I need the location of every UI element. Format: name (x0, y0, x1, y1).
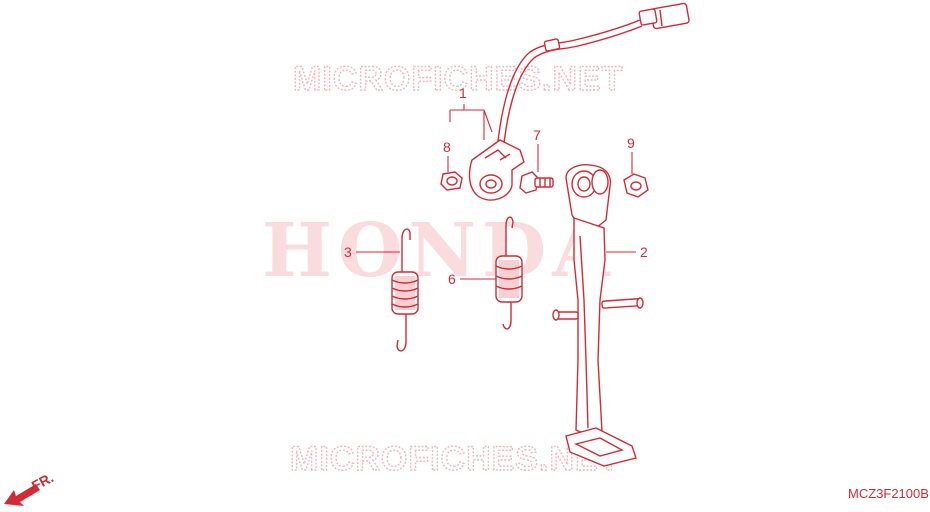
svg-text:2: 2 (640, 244, 648, 260)
cable-clamp (543, 38, 561, 52)
callout-9: 9 (627, 135, 635, 174)
watermark-bottom: MICROFICHES.NET (290, 440, 620, 478)
callout-8: 8 (443, 139, 451, 172)
part-3-spring (391, 228, 419, 352)
svg-text:8: 8 (443, 139, 451, 155)
callout-2: 2 (606, 244, 648, 260)
side-stand (552, 164, 644, 467)
svg-text:9: 9 (627, 135, 635, 151)
callout-3: 3 (344, 244, 400, 260)
part-7-bolt (519, 171, 554, 194)
svg-text:1: 1 (459, 85, 467, 101)
svg-text:7: 7 (533, 127, 541, 143)
switch-connector (638, 2, 690, 30)
part-8-collar (440, 171, 463, 191)
side-stand-switch (468, 2, 690, 201)
callout-6: 6 (448, 271, 496, 287)
part-9-nut (623, 173, 649, 198)
callout-1: 1 (449, 85, 493, 140)
callout-7: 7 (533, 127, 541, 172)
svg-text:6: 6 (448, 271, 456, 287)
diagram-code: MCZ3F2100B (848, 486, 929, 501)
front-arrow-icon (4, 484, 40, 506)
part-6-spring (495, 216, 523, 330)
watermark-center: HONDA (262, 208, 616, 294)
svg-text:3: 3 (344, 244, 352, 260)
watermark-top: MICROFICHES.NET (293, 60, 623, 98)
front-direction-indicator: FR. (4, 469, 56, 506)
